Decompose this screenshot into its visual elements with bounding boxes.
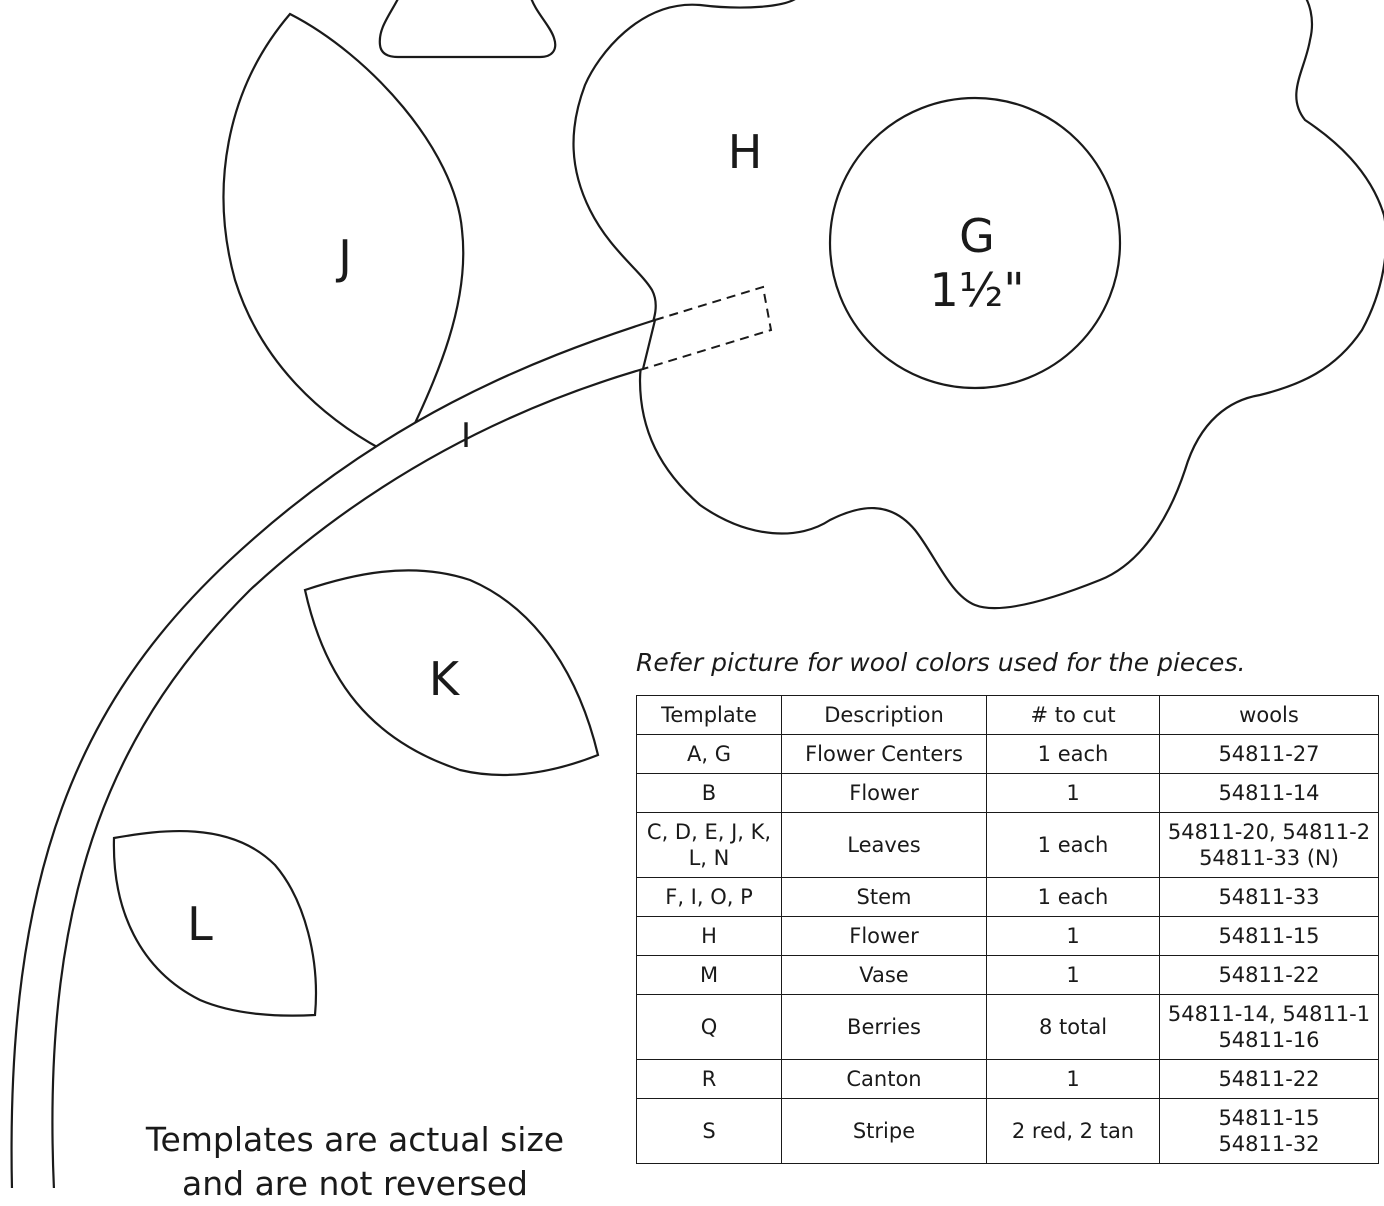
cell-wools: 54811-33 [1159, 877, 1379, 917]
cell-description: Vase [781, 955, 987, 995]
cell-cut: 1 [986, 773, 1160, 813]
table-row: B Flower 1 54811-14 [636, 773, 1379, 813]
cell-wools: 54811-27 [1159, 734, 1379, 774]
actual-size-note-line-2: and are not reversed [182, 1164, 528, 1203]
cell-cut: 1 each [986, 877, 1160, 917]
cell-template: F, I, O, P [636, 877, 782, 917]
leaf-l-shape [112, 829, 318, 1017]
table-row: R Canton 1 54811-22 [636, 1059, 1379, 1099]
cell-wools: 54811-15 [1159, 916, 1379, 956]
table-header-row: Template Description # to cut wools [636, 695, 1379, 735]
center-g-circle [828, 96, 1122, 390]
cell-description: Leaves [781, 812, 987, 878]
cell-cut: 2 red, 2 tan [986, 1098, 1160, 1164]
cell-template: S [636, 1098, 782, 1164]
actual-size-note: Templates are actual size and are not re… [120, 1118, 590, 1206]
leaf-k-shape [303, 569, 600, 776]
header-template: Template [636, 695, 782, 735]
cell-description: Berries [781, 994, 987, 1060]
table-row: C, D, E, J, K,L, N Leaves 1 each 54811-2… [636, 812, 1379, 878]
cell-template: Q [636, 994, 782, 1060]
wool-colors-note: Refer picture for wool colors used for t… [636, 648, 1246, 677]
vase-piece-partial [378, 0, 557, 59]
cell-cut: 1 [986, 1059, 1160, 1099]
label-g-size: 1½" [929, 263, 1024, 317]
cell-template: H [636, 916, 782, 956]
cell-wools: 54811-22 [1159, 1059, 1379, 1099]
table-row: A, G Flower Centers 1 each 54811-27 [636, 734, 1379, 774]
label-g: G [959, 209, 995, 263]
cell-description: Stem [781, 877, 987, 917]
header-to-cut: # to cut [986, 695, 1160, 735]
cell-cut: 1 each [986, 812, 1160, 878]
label-l: L [187, 897, 213, 951]
actual-size-note-line-1: Templates are actual size [145, 1120, 565, 1159]
table-row: M Vase 1 54811-22 [636, 955, 1379, 995]
cell-description: Stripe [781, 1098, 987, 1164]
label-k: K [429, 652, 461, 706]
cell-description: Flower Centers [781, 734, 987, 774]
cell-template: B [636, 773, 782, 813]
cell-cut: 1 [986, 916, 1160, 956]
cell-wools: 54811-22 [1159, 955, 1379, 995]
header-description: Description [781, 695, 987, 735]
cell-cut: 1 [986, 955, 1160, 995]
label-i: I [461, 416, 471, 456]
cell-description: Flower [781, 916, 987, 956]
label-h: H [728, 125, 763, 179]
cell-wools: 54811-14 [1159, 773, 1379, 813]
cell-cut: 8 total [986, 994, 1160, 1060]
table-row: F, I, O, P Stem 1 each 54811-33 [636, 877, 1379, 917]
label-j: J [335, 230, 352, 284]
table-row: H Flower 1 54811-15 [636, 916, 1379, 956]
cell-description: Flower [781, 773, 987, 813]
cell-template: A, G [636, 734, 782, 774]
cutting-table: Template Description # to cut wools A, G… [636, 695, 1379, 1164]
cell-description: Canton [781, 1059, 987, 1099]
cell-template: M [636, 955, 782, 995]
header-wools: wools [1159, 695, 1379, 735]
cell-template: C, D, E, J, K,L, N [636, 812, 782, 878]
cell-cut: 1 each [986, 734, 1160, 774]
cell-template: R [636, 1059, 782, 1099]
